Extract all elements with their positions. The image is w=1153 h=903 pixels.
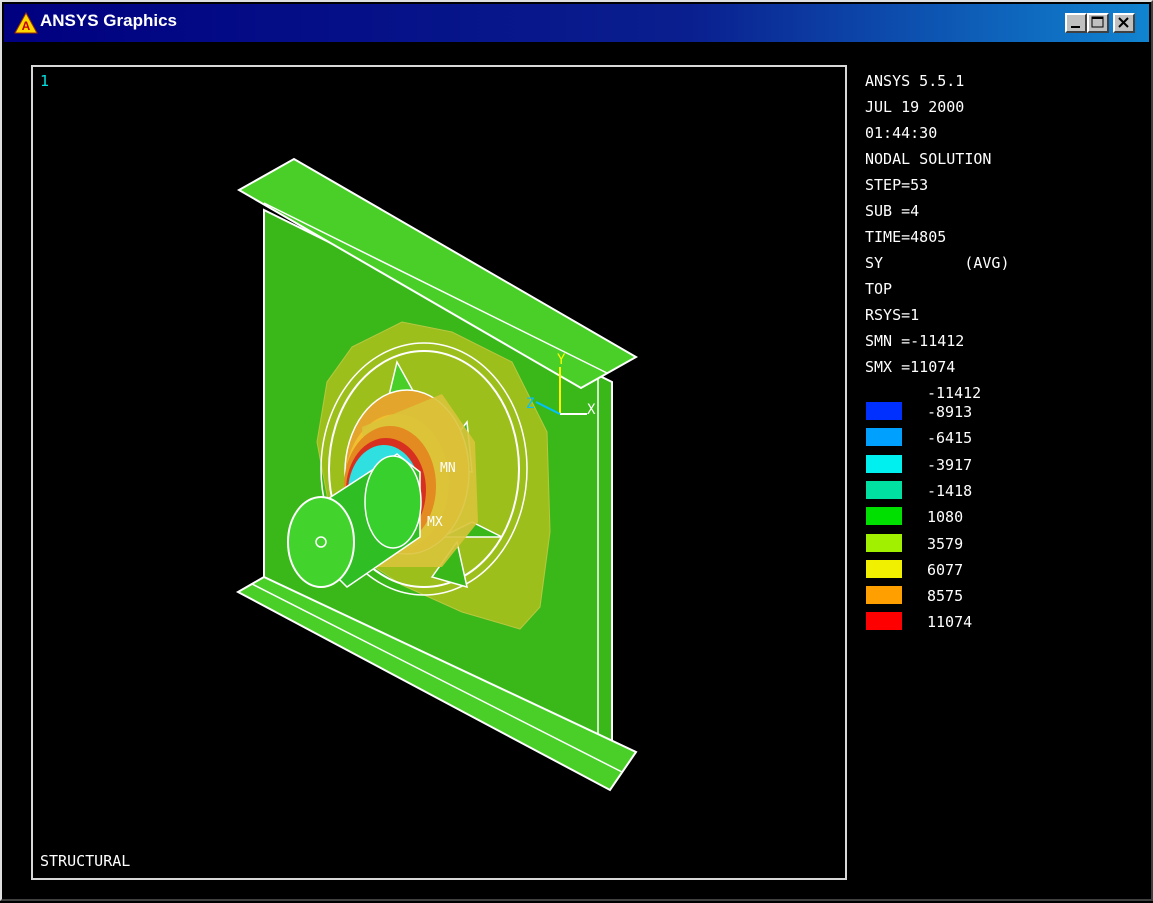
- legend-value: 1080: [927, 508, 964, 527]
- stress-ring-outline: [328, 350, 520, 588]
- triad-x-label: X: [587, 402, 596, 418]
- info-timestep: TIME=4805: [865, 228, 947, 246]
- top-flange: [236, 157, 639, 390]
- minimize-button[interactable]: [1065, 13, 1087, 33]
- triad-y-label: Y: [557, 352, 566, 368]
- legend-swatch: [866, 533, 902, 552]
- info-sub: SUB =4: [865, 202, 920, 220]
- window-number: 1: [40, 72, 50, 90]
- legend-min-value: -11412: [927, 384, 982, 402]
- info-component: SY (AVG): [865, 254, 1010, 272]
- graphics-viewport-frame[interactable]: [31, 65, 847, 880]
- axis-triad: Y Z X: [526, 352, 596, 418]
- legend-swatch: [866, 428, 902, 447]
- title-bar[interactable]: A ANSYS Graphics: [4, 4, 1149, 42]
- info-layer: TOP: [865, 280, 893, 298]
- info-smn: SMN =-11412: [865, 332, 965, 350]
- close-button[interactable]: [1113, 13, 1135, 33]
- legend-value: 11074: [927, 613, 973, 632]
- legend-value: -3917: [927, 455, 973, 474]
- legend-value: 8575: [927, 587, 964, 606]
- legend-value: 3579: [927, 534, 964, 553]
- info-smx: SMX =11074: [865, 358, 956, 376]
- maximize-button[interactable]: [1087, 13, 1109, 33]
- info-step: STEP=53: [865, 176, 929, 194]
- triad-z-label: Z: [526, 396, 534, 412]
- window-title: ANSYS Graphics: [40, 11, 177, 30]
- legend-swatch: [866, 402, 902, 420]
- svg-text:A: A: [22, 19, 31, 33]
- legend-value: -8913: [927, 403, 973, 421]
- mx-marker: MX: [427, 515, 443, 530]
- legend-swatch: [866, 454, 902, 473]
- legend-value: 6077: [927, 560, 964, 579]
- legend-value: -6415: [927, 429, 973, 448]
- info-date: JUL 19 2000: [865, 98, 965, 116]
- mn-marker: MN: [440, 461, 456, 476]
- close-icon: [1118, 17, 1129, 28]
- legend-swatch: [866, 480, 902, 499]
- minimize-icon: [1071, 26, 1080, 28]
- info-version: ANSYS 5.5.1: [865, 72, 965, 90]
- info-solution: NODAL SOLUTION: [865, 150, 992, 168]
- legend-swatch: [866, 586, 902, 605]
- maximize-icon: [1091, 16, 1104, 28]
- bottom-flange: [235, 575, 638, 792]
- legend-value: -1418: [927, 481, 973, 500]
- info-rsys: RSYS=1: [865, 306, 920, 324]
- legend-swatch: [866, 559, 902, 578]
- analysis-type-label: STRUCTURAL: [40, 852, 131, 870]
- shaft-end: [287, 496, 355, 588]
- legend-swatch: [866, 612, 902, 631]
- legend-swatch: [866, 507, 902, 526]
- info-time: 01:44:30: [865, 124, 938, 142]
- ansys-logo-icon: A: [14, 12, 38, 34]
